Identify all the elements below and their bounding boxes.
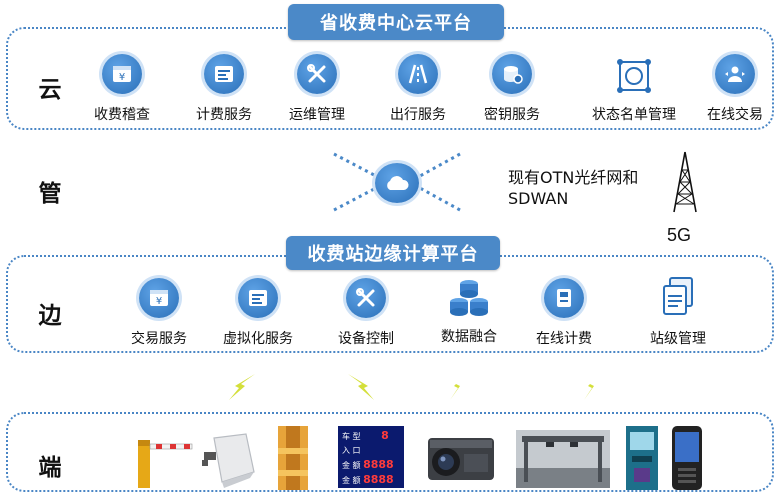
database-stack-icon: [447, 276, 491, 320]
lightning-bolt-icon: [229, 374, 255, 400]
tower-label: 5G: [667, 225, 692, 245]
yen-card-icon: ¥: [139, 278, 179, 318]
list-target-icon: [612, 54, 656, 98]
edge-item-online-billing[interactable]: 在线计费: [504, 278, 624, 348]
board-label: 入 口: [342, 446, 361, 455]
rsu-antenna-icon: [202, 433, 255, 488]
layer-label-pipe: 管: [38, 181, 62, 207]
virtualization-icon: [238, 278, 278, 318]
layer-label-terminal: 端: [38, 455, 62, 481]
edge-item-virtualization[interactable]: 虚拟化服务: [198, 278, 318, 348]
cloud-item-travel[interactable]: 出行服务: [358, 54, 478, 124]
edge-item-station-management[interactable]: 站级管理: [618, 274, 738, 348]
cloud-icon: [375, 163, 419, 203]
edge-item-label: 在线计费: [536, 331, 592, 347]
svg-text:¥: ¥: [119, 72, 125, 83]
cloud-item-label: 计费服务: [196, 107, 252, 123]
cloud-item-status-list[interactable]: 状态名单管理: [574, 54, 694, 124]
transaction-icon: [715, 54, 755, 94]
board-digits: 8888: [363, 458, 394, 471]
barrier-gate-icon: [138, 440, 193, 488]
network-links: [333, 152, 461, 212]
edge-item-device-control[interactable]: 设备控制: [306, 278, 426, 348]
cloud-item-label: 状态名单管理: [592, 107, 676, 123]
svg-text:¥: ¥: [156, 296, 162, 307]
network-text: 现有OTN光纤网和 SDWAN: [508, 167, 638, 209]
board-digits: 8: [381, 429, 389, 442]
yen-card-icon: ¥: [102, 54, 142, 94]
cloud-item-key[interactable]: 密钥服务: [452, 54, 572, 124]
layer-label-cloud: 云: [38, 77, 62, 103]
edge-item-data-fusion[interactable]: 数据融合: [409, 276, 529, 346]
network-text-line1: 现有OTN光纤网和: [508, 168, 639, 187]
cloud-item-online-trade[interactable]: 在线交易: [675, 54, 784, 124]
lightning-bolt-icon: [584, 374, 600, 400]
lane-light-icon: [278, 426, 308, 490]
terminal-devices: 车 型 8 入 口 金 额 8888 金 额 8888: [0, 420, 784, 490]
key-database-icon: [492, 54, 532, 94]
billing-terminal-icon: [544, 278, 584, 318]
road-icon: [398, 54, 438, 94]
cloud-item-label: 运维管理: [289, 107, 345, 123]
edge-item-label: 数据融合: [441, 329, 497, 345]
board-label: 车 型: [342, 432, 361, 441]
edge-item-label: 站级管理: [650, 331, 706, 347]
cloud-item-label: 密钥服务: [484, 107, 540, 123]
cloud-item-label: 在线交易: [707, 107, 763, 123]
cloud-item-ops[interactable]: 运维管理: [257, 54, 377, 124]
edge-item-label: 设备控制: [338, 331, 394, 347]
camera-icon: [428, 438, 494, 480]
cloud-item-label: 收费稽查: [94, 107, 150, 123]
document-stack-icon: [656, 274, 700, 318]
edge-platform-title: 收费站边缘计算平台: [286, 236, 500, 270]
lightning-bolt-icon: [348, 374, 374, 400]
edge-item-label: 交易服务: [131, 331, 187, 347]
cloud-item-label: 出行服务: [390, 107, 446, 123]
cloud-item-audit[interactable]: ¥ 收费稽查: [62, 54, 182, 124]
billing-document-icon: [204, 54, 244, 94]
edge-item-trade[interactable]: ¥ 交易服务: [99, 278, 219, 348]
board-label: 金 额: [342, 476, 361, 485]
network-text-line2: SDWAN: [508, 189, 569, 208]
lightning-bolt-icon: [450, 374, 466, 400]
cloud-platform-title: 省收费中心云平台: [288, 4, 504, 40]
kiosk-icon: [626, 426, 658, 490]
wrench-screwdriver-icon: [297, 54, 337, 94]
board-label: 金 额: [342, 461, 361, 470]
edge-item-label: 虚拟化服务: [223, 331, 293, 347]
toll-display-board: 车 型 8 入 口 金 额 8888 金 额 8888: [338, 426, 404, 488]
board-digits: 8888: [363, 473, 394, 486]
layer-label-edge: 边: [38, 303, 62, 329]
cloud-item-billing[interactable]: 计费服务: [164, 54, 284, 124]
terminal-panel: [6, 412, 774, 492]
wrench-screwdriver-icon: [346, 278, 386, 318]
handheld-terminal-icon: [672, 426, 702, 490]
gantry-icon: [516, 430, 610, 488]
signal-tower-icon: [668, 150, 702, 219]
